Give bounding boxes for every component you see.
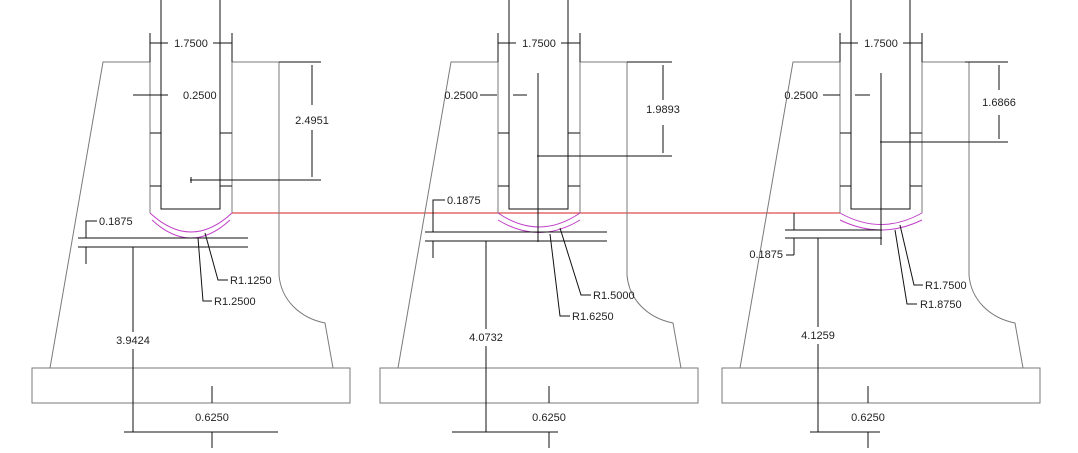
outer-radius-arc [497,219,581,233]
inner-radius-arc [497,212,581,228]
leader-line [549,233,570,317]
outer-radius-label: R1.6250 [572,311,614,323]
height-dimension: 4.0732 [469,332,503,344]
leader-line [197,237,212,302]
gap-dimension: 0.1875 [447,195,481,207]
inner-radius-label: R1.1250 [230,275,272,287]
leader-line [559,227,591,296]
outer-radius-label: R1.2500 [214,296,256,308]
inner-radius-label: R1.5000 [593,290,635,302]
outer-radius-label: R1.8750 [920,299,962,311]
slot-width-dimension: 1.7500 [864,38,898,50]
leader-line [899,224,923,286]
slot-width-dimension: 1.7500 [174,38,208,50]
part-outline-left [49,61,150,369]
depth-dimension: 1.9893 [646,104,680,116]
depth-dimension: 2.4951 [295,115,329,127]
wall-thickness-dimension: 0.2500 [183,90,217,102]
inner-radius-label: R1.7500 [925,280,967,292]
depth-dimension: 1.6866 [982,97,1016,109]
gap-dimension: 0.1875 [749,249,783,261]
leader-line [894,229,917,305]
part-outline-right [580,61,682,369]
base-plate [379,367,699,404]
part-outline-left [739,61,840,369]
base-plate [31,367,351,404]
leader-line [85,220,97,238]
height-dimension: 3.9424 [116,335,150,347]
gap-dimension: 0.1875 [99,216,133,228]
panel-3: 1.7500 0.2500 1.6866 0.1875 4.1259 0.6250 R1.7… [721,0,1041,448]
height-dimension: 4.1259 [801,330,835,342]
part-outline-right [232,61,334,369]
inner-radius-arc [149,212,233,233]
leader-line [204,232,228,281]
base-plate [721,367,1041,404]
base-thickness-dimension: 0.6250 [532,412,566,424]
base-thickness-dimension: 0.6250 [851,412,885,424]
part-outline-right [922,61,1024,369]
slot-width-dimension: 1.7500 [522,38,556,50]
part-outline-left [397,61,498,369]
outer-radius-arc [151,219,231,239]
panel-1: 1.7500 0.2500 2.4951 0.1875 3.9424 0.6250 R1.1… [31,0,351,448]
wall-thickness-dimension: 0.2500 [784,90,818,102]
pin [160,0,221,210]
leader-line [432,199,445,232]
panel-2: 1.7500 0.2500 1.9893 0.1875 4.0732 0.6250 R1.5… [379,0,699,448]
wall-thickness-dimension: 0.2500 [444,90,478,102]
base-thickness-dimension: 0.6250 [195,412,229,424]
